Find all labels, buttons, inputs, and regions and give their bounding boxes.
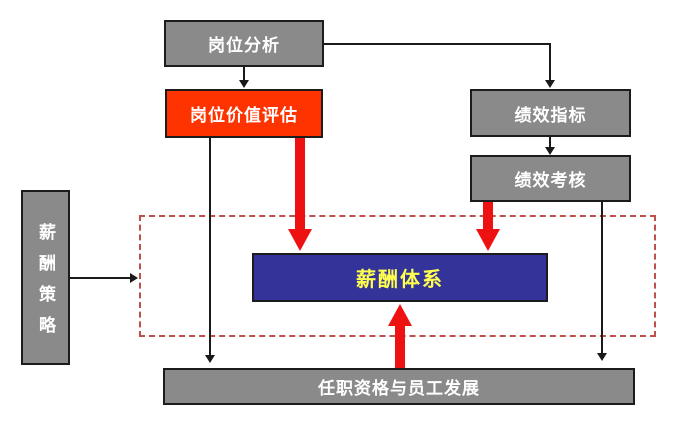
- node-performance-indicators: 绩效指标: [470, 89, 631, 137]
- node-qualification-development: 任职资格与员工发展: [163, 368, 635, 405]
- node-job-value-evaluation: 岗位价值评估: [165, 89, 323, 138]
- node-compensation-strategy: 薪酬策略: [21, 190, 70, 365]
- node-compensation-system: 薪酬体系: [252, 253, 548, 302]
- node-performance-appraisal: 绩效考核: [470, 155, 631, 202]
- node-job-analysis: 岗位分析: [164, 20, 324, 67]
